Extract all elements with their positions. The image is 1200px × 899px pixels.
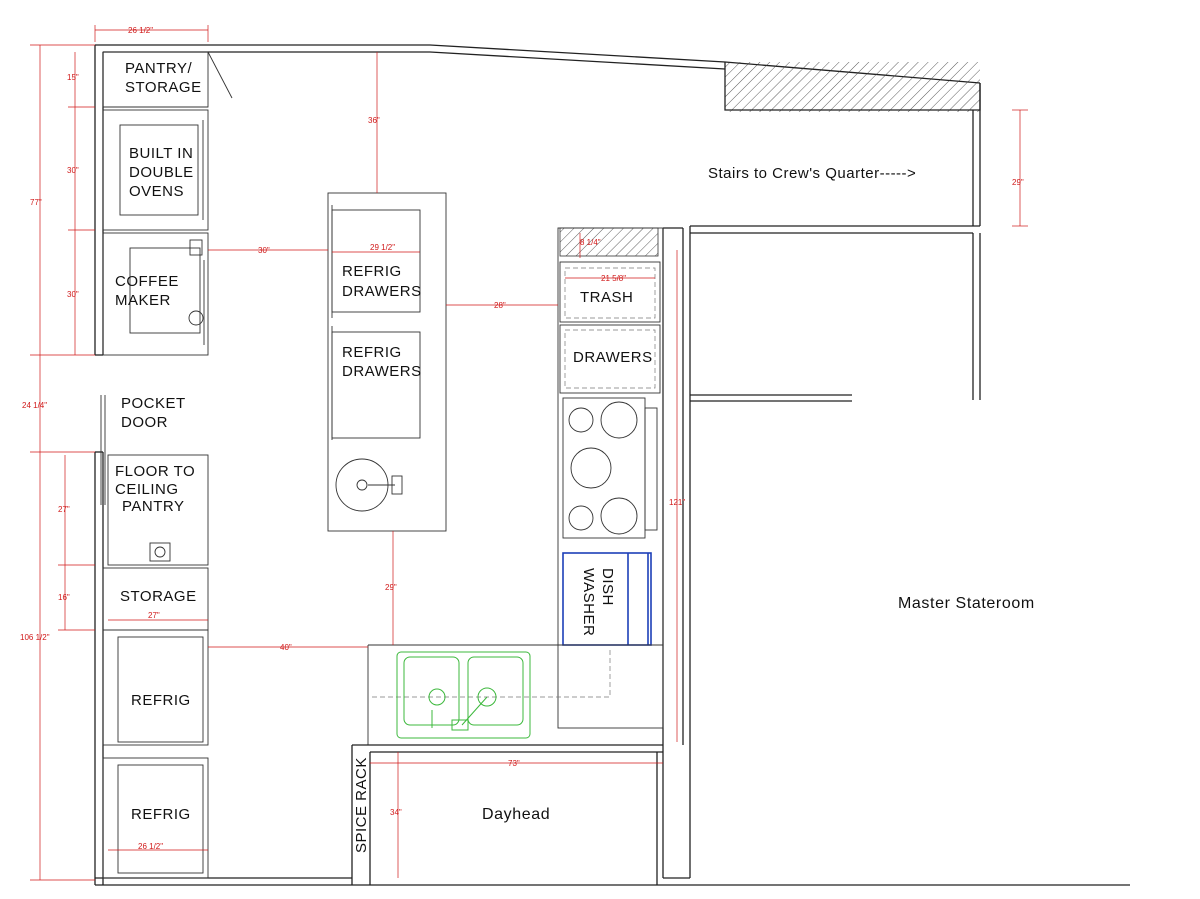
dim-island-w: 29 1/2" (370, 243, 395, 252)
label-dayhead: Dayhead (482, 806, 550, 823)
double-sink (396, 651, 531, 739)
label-pantry-storage-2: STORAGE (125, 79, 202, 96)
label-refrig-drawers-2a: REFRIG (342, 344, 402, 361)
label-pantry-storage-1: PANTRY/ (125, 60, 192, 77)
dim-ovens-h: 30" (67, 166, 79, 175)
label-stairs: Stairs to Crew's Quarter-----> (708, 165, 916, 182)
label-refrig-drawers-1a: REFRIG (342, 263, 402, 280)
label-pantry-full-2: CEILING (115, 481, 179, 498)
label-refrig-drawers-2b: DRAWERS (342, 363, 422, 380)
label-refrig-2: REFRIG (131, 806, 191, 823)
label-trash: TRASH (580, 289, 633, 306)
dim-counter-run: 121" (669, 498, 685, 507)
label-pantry-full-1: FLOOR TO (115, 463, 195, 480)
room-labels: PANTRY/ STORAGE BUILT IN DOUBLE OVENS CO… (115, 60, 1035, 853)
dim-coffee-h: 30" (67, 290, 79, 299)
dim-coffee-to-island: 30" (258, 246, 270, 255)
dim-counter-offset: 8 1/4" (580, 238, 601, 247)
dim-door-gap: 24 1/4" (22, 401, 47, 410)
dim-pantry-full-h: 27" (58, 505, 70, 514)
dim-refrig-to-sink: 40" (280, 643, 292, 652)
outer-walls (94, 44, 1130, 886)
refrigerator-2 (102, 757, 209, 879)
dim-storage-w: 27" (148, 611, 160, 620)
label-pocket-door-2: DOOR (121, 414, 168, 431)
dayhead (351, 744, 663, 885)
dim-overall-lower: 106 1/2" (20, 633, 50, 642)
dim-overall-upper: 77" (30, 198, 42, 207)
label-ovens-3: OVENS (129, 183, 184, 200)
dim-dayhead-w: 73" (508, 759, 520, 768)
pocket-door (100, 395, 106, 505)
label-pocket-door-1: POCKET (121, 395, 186, 412)
dim-pantry-h: 15" (67, 73, 79, 82)
galley-counter (557, 227, 664, 729)
dim-top-width: 26 1/2" (128, 26, 153, 35)
pantry-storage-cabinet (102, 51, 233, 108)
dimension-labels: 26 1/2" 77" 15" 30" 30" 24 1/4" 106 1/2"… (20, 26, 1024, 851)
dim-island-to-counter: 28" (494, 301, 506, 310)
dim-island-clear-top: 36" (368, 116, 380, 125)
island (327, 192, 447, 532)
label-refrig-1: REFRIG (131, 692, 191, 709)
label-refrig-drawers-1b: DRAWERS (342, 283, 422, 300)
floor-to-ceiling-pantry (107, 454, 209, 566)
label-pantry-full-3: PANTRY (122, 498, 184, 515)
island-sink (335, 458, 403, 512)
label-dishwasher-1: DISH (599, 568, 616, 606)
refrigerator-1 (102, 629, 209, 746)
dimension-lines (30, 25, 1028, 881)
label-coffee-1: COFFEE (115, 273, 179, 290)
label-drawers: DRAWERS (573, 349, 653, 366)
cooktop (562, 397, 658, 539)
coffee-maker-cabinet (102, 232, 209, 356)
sink-counter (367, 644, 663, 746)
dim-island-to-sink: 29" (385, 583, 397, 592)
label-spice-rack: SPICE RACK (353, 757, 370, 853)
dim-bottom-width: 26 1/2" (138, 842, 163, 851)
label-ovens-1: BUILT IN (129, 145, 193, 162)
double-ovens-cabinet (102, 109, 209, 231)
label-ovens-2: DOUBLE (129, 164, 194, 181)
dim-trash-w: 21 5/8" (601, 274, 626, 283)
label-storage: STORAGE (120, 588, 197, 605)
label-master-stateroom: Master Stateroom (898, 595, 1035, 612)
label-coffee-2: MAKER (115, 292, 171, 309)
label-dishwasher-2: WASHER (580, 568, 597, 636)
dim-dayhead-h: 34" (390, 808, 402, 817)
dim-stair-h: 29" (1012, 178, 1024, 187)
dim-storage-h: 16" (58, 593, 70, 602)
